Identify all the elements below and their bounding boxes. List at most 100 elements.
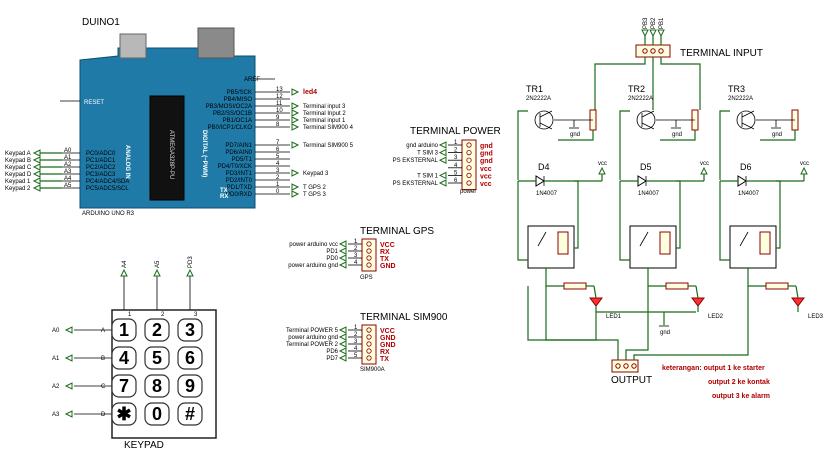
keypad-row-arrow	[64, 326, 73, 334]
wire	[676, 180, 681, 249]
keypad-key[interactable]: #	[177, 402, 203, 426]
led-symbol	[589, 297, 603, 307]
terminal-screw	[466, 157, 472, 163]
analog-net-label: Keypad C	[5, 165, 32, 171]
terminal-screw	[658, 48, 664, 54]
analog-net-label: Keypad 1	[5, 179, 31, 185]
relay-coil	[759, 231, 771, 255]
digital-pin-name: PB0/ICP1/CLKO	[208, 125, 253, 131]
keypad-key-label: 7	[119, 376, 129, 396]
keypad-col-number: 3	[194, 312, 198, 318]
keypad-key-cap	[144, 374, 170, 398]
relay-coil	[659, 231, 671, 255]
vcc-label: vcc	[800, 161, 809, 167]
wire	[545, 268, 564, 287]
terminal-net-label: power arduino vcc	[289, 242, 338, 248]
keypad-key[interactable]: 9	[177, 374, 203, 398]
keypad-key[interactable]: 2	[144, 318, 170, 342]
keypad-key-label: #	[185, 404, 195, 424]
terminal-net-label: T SIM 1	[417, 173, 439, 179]
keypad-key[interactable]: 5	[144, 346, 170, 370]
keypad-row-arrow	[64, 410, 73, 418]
chip-label: ATMEGA328P-PU	[168, 130, 174, 179]
analog-net-label: Keypad 2	[5, 186, 31, 192]
digital-net-arrow	[291, 141, 300, 149]
terminal-screw	[366, 348, 372, 354]
wire	[574, 180, 579, 249]
wire	[593, 285, 597, 299]
digital-net-arrow	[291, 116, 300, 124]
analog-net-arrow	[32, 163, 41, 171]
analog-pin-name: PC5/ADC5/SCL	[86, 186, 129, 192]
keypad-key[interactable]: 4	[111, 346, 137, 370]
note-1: keterangan: output 1 ke starter	[662, 365, 765, 372]
transistor-collector	[741, 110, 755, 118]
keypad-key[interactable]: 1	[111, 318, 137, 342]
terminal-net-label: power arduino gnd	[288, 335, 338, 341]
digital-header: DIGITAL (~PWM)	[201, 130, 207, 177]
terminal-pin-label: RX	[380, 249, 390, 256]
wire	[527, 286, 665, 341]
terminal-net-label: PS EKSTERNAL	[393, 158, 439, 164]
terminal-net-label: Terminal POWER 5	[286, 328, 339, 334]
keypad-row-arrow	[64, 382, 73, 390]
digital-net-label: Terminal input 1	[303, 118, 346, 124]
analog-pin-name: PC3/ADC3	[86, 172, 116, 178]
terminal-net-arrow	[338, 247, 347, 255]
analog-pin-number: A4	[64, 176, 72, 182]
digital-pin-number: 3	[276, 168, 280, 174]
note-2: output 2 ke kontak	[708, 379, 770, 386]
terminal-net-label: PD0	[326, 256, 338, 262]
terminal-pin-number: 3	[454, 155, 458, 161]
digital-pin-number: 10	[276, 108, 283, 114]
keypad-col-number: 1	[128, 312, 132, 318]
keypad-key[interactable]: 8	[144, 374, 170, 398]
keypad-key-cap	[177, 346, 203, 370]
terminal-net-label: PD6	[326, 349, 338, 355]
terminal-screw	[366, 248, 372, 254]
digital-net-label: Terminal input 3	[303, 104, 346, 110]
transistor-collector	[641, 110, 655, 118]
diode-name: D6	[740, 162, 752, 172]
terminal-gps-title: TERMINAL GPS	[360, 226, 434, 237]
diode-name: D4	[538, 162, 550, 172]
keypad-col-arrow	[153, 268, 161, 277]
transistor-part: 2N2222A	[526, 96, 551, 102]
terminal-block-body	[461, 139, 477, 191]
transistor-name: TR3	[728, 84, 745, 94]
wire	[625, 286, 649, 360]
digital-net-label: led4	[303, 89, 317, 96]
terminal-net-arrow	[338, 347, 347, 355]
analog-pin-number: A3	[64, 169, 72, 175]
terminal-screw	[466, 172, 472, 178]
keypad-key[interactable]: 0	[144, 402, 170, 426]
terminal-pin-label: gnd	[480, 143, 493, 150]
wire	[719, 181, 730, 261]
analog-pin-number: A1	[64, 155, 72, 161]
keypad-key[interactable]: ✱	[111, 402, 137, 426]
digital-net-arrow	[291, 102, 300, 110]
keypad-key[interactable]: 3	[177, 318, 203, 342]
keypad-key-label: 0	[152, 404, 162, 424]
keypad-key[interactable]: 6	[177, 346, 203, 370]
terminal-screw	[366, 327, 372, 333]
digital-pin-number: 2	[276, 175, 280, 181]
terminal-net-label: Terminal POWER 2	[286, 342, 339, 348]
arduino-board[interactable]: DUINO1 ATMEGA328P-PU ANALOG IN DIGITAL (…	[79, 17, 256, 217]
diode-part: 1N4007	[536, 191, 558, 197]
terminal-pin-label: GND	[380, 263, 396, 270]
digital-pin-name: PD3/INT1	[226, 171, 253, 177]
wire	[545, 286, 619, 360]
power-jack	[197, 27, 235, 59]
keypad-row-net: A0	[52, 328, 60, 334]
analog-pin-name: PC0/ADC0	[86, 151, 116, 157]
digital-net-arrow	[291, 169, 300, 177]
analog-pin-name: PC1/ADC1	[86, 158, 116, 164]
gnd-label: gnd	[660, 330, 670, 336]
terminal-input-net: PB1	[659, 17, 665, 29]
keypad-key[interactable]: 7	[111, 374, 137, 398]
